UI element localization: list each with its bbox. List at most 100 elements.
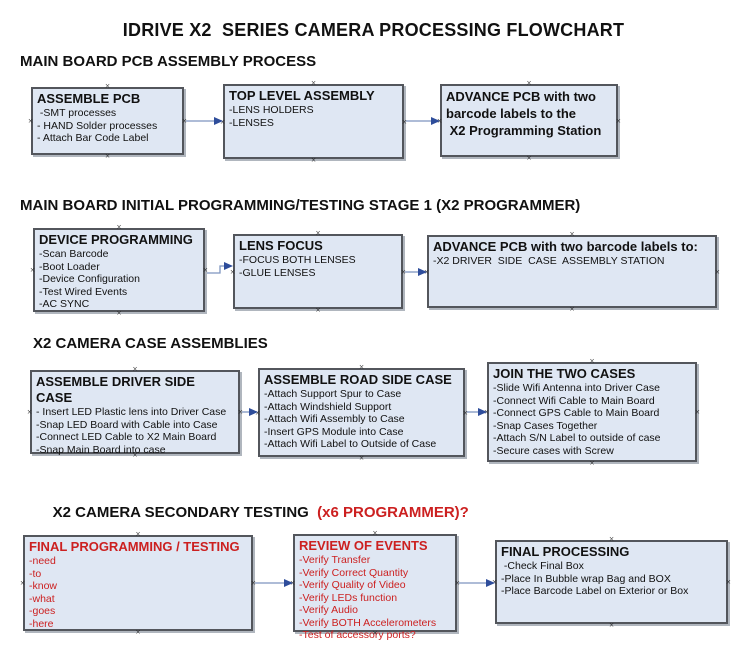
box-title: ADVANCE PCB with two barcode labels to t…	[446, 89, 602, 138]
connector-arrow[interactable]	[207, 262, 233, 274]
box-advance-pcb-driver-side[interactable]: ADVANCE PCB with two barcode labels to: …	[424, 230, 720, 314]
connection-handle-icon: ×	[569, 304, 575, 314]
connection-handle-icon: ×	[250, 578, 256, 588]
box-advance-pcb-programming-station[interactable]: ADVANCE PCB with two barcode labels to t…	[437, 79, 621, 163]
box-item: -Snap Cases Together	[493, 419, 598, 432]
box-title: FINAL PROGRAMMING / TESTING	[29, 539, 240, 554]
box-item: - HAND Solder processes	[37, 119, 158, 132]
box-item: -Attach Wifi Assembly to Case	[264, 413, 405, 425]
box-final-processing[interactable]: FINAL PROCESSING -Check Final Box -Place…	[492, 535, 731, 630]
box-item: -Verify Transfer	[299, 554, 371, 566]
box-title: TOP LEVEL ASSEMBLY	[229, 88, 375, 103]
box-final-programming-testing[interactable]: FINAL PROGRAMMING / TESTING -need -to -k…	[20, 530, 256, 637]
box-item: -to	[29, 567, 42, 580]
box-title: JOIN THE TWO CASES	[493, 366, 636, 381]
connection-handle-icon: ×	[437, 115, 443, 126]
connection-handle-icon: ×	[714, 266, 720, 277]
connection-handle-icon: ×	[424, 266, 430, 277]
connection-handle-icon: ×	[462, 407, 468, 418]
box-item: -goes	[29, 605, 56, 617]
box-item: -LENSES	[229, 116, 274, 129]
box-item: -Connect GPS Cable to Main Board	[493, 407, 660, 419]
connection-handle-icon: ×	[608, 534, 615, 544]
box-title: ASSEMBLE ROAD SIDE CASE	[264, 372, 452, 387]
connection-handle-icon: ×	[315, 228, 321, 238]
box-title: ASSEMBLE PCB	[37, 91, 141, 106]
box-item: -Scan Barcode	[39, 248, 109, 260]
box-item: -Verify Quality of Video	[299, 579, 406, 591]
box-item: - Attach Bar Code Label	[37, 132, 149, 144]
box-item: -X2 DRIVER SIDE CASE ASSEMBLY STATION	[433, 255, 665, 267]
box-item: -Attach S/N Label to outside of case	[493, 432, 661, 444]
connection-handle-icon: ×	[290, 578, 296, 588]
box-item: -Snap LED Board with Cable into Case	[36, 418, 218, 431]
box-title: REVIEW OF EVENTS	[299, 538, 428, 553]
box-item: -Test Wired Events	[39, 285, 128, 298]
box-item: -need	[29, 555, 56, 567]
box-item: -Boot Loader	[39, 260, 100, 273]
connection-handle-icon: ×	[220, 116, 226, 127]
box-top-level-assembly[interactable]: TOP LEVEL ASSEMBLY -LENS HOLDERS -LENSES…	[220, 79, 407, 165]
connection-handle-icon: ×	[237, 407, 243, 417]
connection-handle-icon: ×	[569, 229, 575, 239]
connection-handle-icon: ×	[104, 81, 111, 91]
connection-handle-icon: ×	[484, 407, 490, 417]
section-header-case-assemblies: X2 CAMERA CASE ASSEMBLIES	[33, 335, 268, 352]
box-title: ADVANCE PCB with two barcode labels to:	[433, 239, 698, 254]
box-title: ASSEMBLE DRIVER SIDE CASE	[36, 374, 199, 405]
connection-handle-icon: ×	[315, 305, 321, 315]
box-device-programming[interactable]: DEVICE PROGRAMMING -Scan Barcode -Boot L…	[30, 223, 208, 318]
connection-handle-icon: ×	[310, 155, 317, 165]
connection-handle-icon: ×	[492, 577, 498, 587]
section-header-pcb-assembly: MAIN BOARD PCB ASSEMBLY PROCESS	[20, 53, 317, 70]
connection-handle-icon: ×	[526, 153, 532, 163]
box-item: -Attach Wifi Label to Outside of Case	[264, 438, 437, 450]
box-item: -Attach Windshield Support	[264, 400, 392, 413]
connection-handle-icon: ×	[358, 453, 365, 463]
box-item: -Insert GPS Module into Case	[264, 425, 404, 438]
box-item: -Connect Wifi Cable to Main Board	[493, 394, 655, 407]
box-item: -here	[29, 617, 54, 630]
box-item: -Check Final Box	[501, 560, 584, 572]
connection-handle-icon: ×	[27, 407, 33, 417]
box-item: -know	[29, 580, 58, 592]
box-item: -Verify BOTH Accelerometers	[299, 616, 437, 629]
box-item: -Verify Correct Quantity	[299, 566, 409, 579]
box-lens-focus[interactable]: LENS FOCUS -FOCUS BOTH LENSES -GLUE LENS…	[230, 229, 406, 315]
box-item: -Snap Main Board into case	[36, 443, 166, 456]
box-item: -Place In Bubble wrap Bag and BOX	[501, 572, 671, 585]
section-header-black-part: X2 CAMERA SECONDARY TESTING	[52, 504, 318, 521]
connection-handle-icon: ×	[589, 356, 595, 366]
connection-handle-icon: ×	[30, 265, 36, 275]
connection-handle-icon: ×	[28, 116, 34, 126]
box-item: -Connect LED Cable to X2 Main Board	[36, 431, 217, 443]
box-item: -Test of accessory ports?	[299, 629, 416, 641]
connection-handle-icon: ×	[401, 116, 407, 127]
connection-handle-icon: ×	[608, 620, 615, 630]
box-item: -Secure cases with Screw	[493, 444, 614, 457]
box-item: -LENS HOLDERS	[229, 104, 314, 116]
box-item: -Place Barcode Label on Exterior or Box	[501, 585, 689, 597]
box-item: -Verify Audio	[299, 604, 358, 616]
connection-handle-icon: ×	[181, 116, 187, 126]
connection-handle-icon: ×	[104, 151, 111, 161]
connection-handle-icon: ×	[615, 115, 621, 126]
box-join-the-two-cases[interactable]: JOIN THE TWO CASES -Slide Wifi Antenna i…	[484, 357, 700, 468]
connection-handle-icon: ×	[526, 78, 532, 88]
box-title: DEVICE PROGRAMMING	[39, 232, 193, 247]
connection-handle-icon: ×	[589, 458, 595, 468]
connection-handle-icon: ×	[400, 266, 406, 277]
box-review-of-events[interactable]: REVIEW OF EVENTS -Verify Transfer -Verif…	[290, 529, 460, 642]
box-title: LENS FOCUS	[239, 238, 323, 253]
connection-handle-icon: ×	[132, 364, 138, 374]
box-item: -SMT processes	[37, 107, 117, 119]
section-header-secondary-testing: X2 CAMERA SECONDARY TESTING (x6 PROGRAMM…	[36, 487, 469, 538]
box-item: -FOCUS BOTH LENSES	[239, 254, 356, 266]
box-assemble-pcb[interactable]: ASSEMBLE PCB -SMT processes - HAND Solde…	[28, 82, 187, 161]
box-assemble-road-side-case[interactable]: ASSEMBLE ROAD SIDE CASE -Attach Support …	[255, 363, 468, 463]
box-item: -Verify LEDs function	[299, 591, 398, 604]
box-item: -Attach Support Spur to Case	[264, 388, 402, 400]
connection-handle-icon: ×	[454, 578, 460, 588]
box-assemble-driver-side-case[interactable]: ASSEMBLE DRIVER SIDE CASE - Insert LED P…	[27, 365, 243, 460]
